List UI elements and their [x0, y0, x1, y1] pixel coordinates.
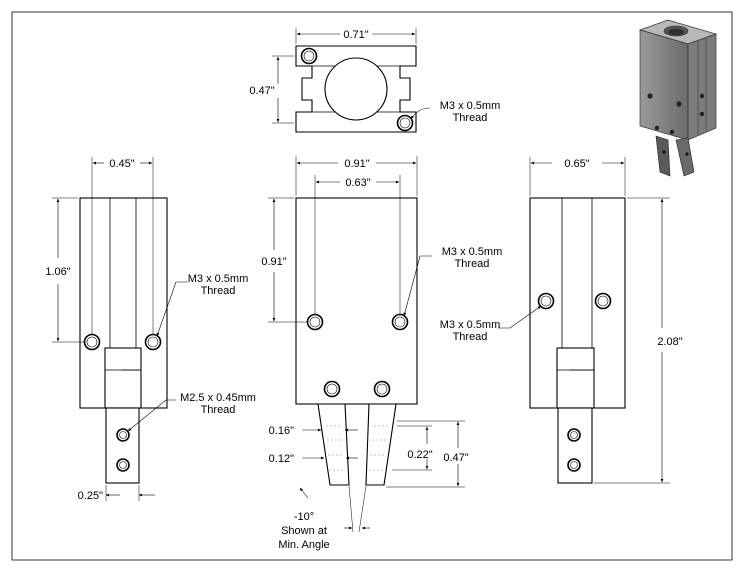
front-view-body [295, 197, 418, 405]
left-thread-callout-line1: M3 x 0.5mm [188, 273, 249, 285]
front-hole-left-icon [306, 313, 324, 331]
left-thread-callout-line2: Thread [201, 285, 236, 297]
gripper-3d-render-icon [638, 19, 718, 177]
front-hole-height-dim: 0.91" [261, 256, 286, 268]
front-jaw-dim-d: 0.47" [443, 452, 468, 464]
right-height-dim: 2.08" [657, 336, 682, 348]
front-jaw-right [365, 403, 397, 486]
top-view: 0.71" 0.47" M3 x 0.5mm Thread [249, 28, 501, 133]
front-lower-hole-right-icon [373, 380, 391, 398]
top-hole-upper-icon [300, 47, 318, 65]
front-thread-callout-line2: Thread [455, 258, 490, 270]
top-height-dim: 0.47" [249, 85, 274, 97]
left-view-jaw-carrier [104, 347, 142, 409]
right-hole-a-icon [537, 292, 555, 310]
right-thread-callout-line1: M3 x 0.5mm [440, 319, 501, 331]
left-jaw-thread-callout-line2: Thread [201, 404, 236, 416]
top-thread-callout-line2: Thread [453, 112, 488, 124]
front-lower-hole-left-icon [323, 380, 341, 398]
left-jaw-hole-b-icon [116, 458, 130, 472]
left-jaw-hole-a-icon [116, 428, 130, 442]
left-jaw-width-dim: 0.25" [78, 490, 103, 502]
front-jaw-left [317, 403, 350, 486]
right-hole-b-icon [594, 292, 612, 310]
front-view: 0.91" 0.63" 0.91" M3 x 0.5mm Thread 0.16… [261, 156, 502, 551]
front-jaw-dim-b: 0.12" [269, 453, 294, 465]
left-hole-b-icon [144, 333, 162, 351]
left-jaw-thread-callout-line1: M2.5 x 0.45mm [180, 392, 256, 404]
front-angle-note-line1: -10° [294, 511, 314, 523]
right-thread-callout-line2: Thread [453, 331, 488, 343]
front-jaw-dim-a: 0.16" [269, 425, 294, 437]
left-width-dim: 0.45" [109, 158, 134, 170]
right-jaw-hole-a-icon [567, 428, 581, 442]
front-width-dim: 0.91" [344, 158, 369, 170]
right-width-dim: 0.65" [564, 158, 589, 170]
right-view-jaw-carrier [556, 347, 595, 409]
front-angle-note-line3: Min. Angle [278, 539, 329, 551]
left-height-dim: 1.06" [45, 266, 70, 278]
front-angle-note-line2: Shown at [281, 525, 327, 537]
top-view-bore [324, 57, 388, 121]
front-jaw-dim-c: 0.22" [407, 449, 432, 461]
front-hole-right-icon [391, 313, 409, 331]
top-width-dim: 0.71" [343, 29, 368, 41]
right-jaw-hole-b-icon [567, 458, 581, 472]
top-hole-lower-icon [396, 114, 414, 132]
sheet-border [11, 11, 733, 561]
front-hole-spacing-dim: 0.63" [345, 177, 370, 189]
right-view: 0.65" 2.08" M3 x 0.5mm Thread [440, 157, 683, 484]
top-thread-callout-line1: M3 x 0.5mm [440, 100, 501, 112]
front-thread-callout-line1: M3 x 0.5mm [442, 246, 503, 258]
left-view: 0.45" 1.06" M3 x 0.5mm Thread M2.5 x 0.4… [45, 157, 256, 502]
right-view-jaw [557, 407, 593, 484]
left-hole-a-icon [83, 333, 101, 351]
